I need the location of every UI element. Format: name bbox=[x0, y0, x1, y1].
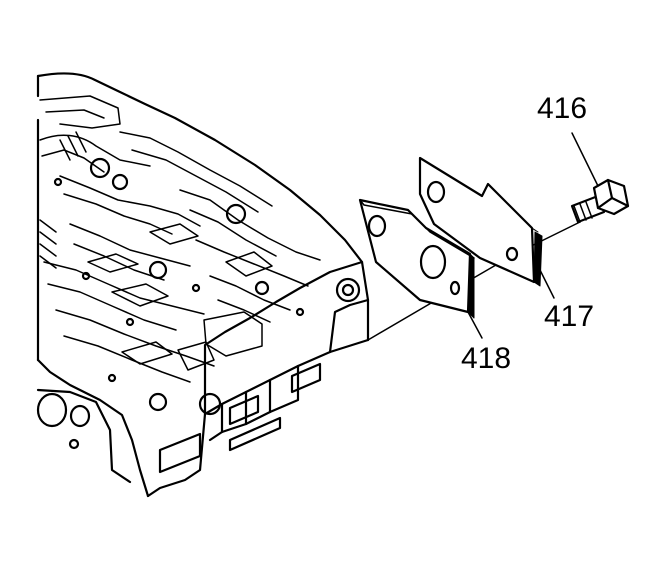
leader-lines bbox=[467, 132, 599, 339]
gasket-418 bbox=[358, 198, 475, 319]
callout-418: 418 bbox=[461, 342, 511, 375]
callout-416: 416 bbox=[537, 92, 587, 125]
bolt-416 bbox=[570, 178, 630, 224]
callout-417: 417 bbox=[544, 300, 594, 333]
plate-417 bbox=[418, 156, 543, 287]
valve-body bbox=[36, 72, 370, 498]
